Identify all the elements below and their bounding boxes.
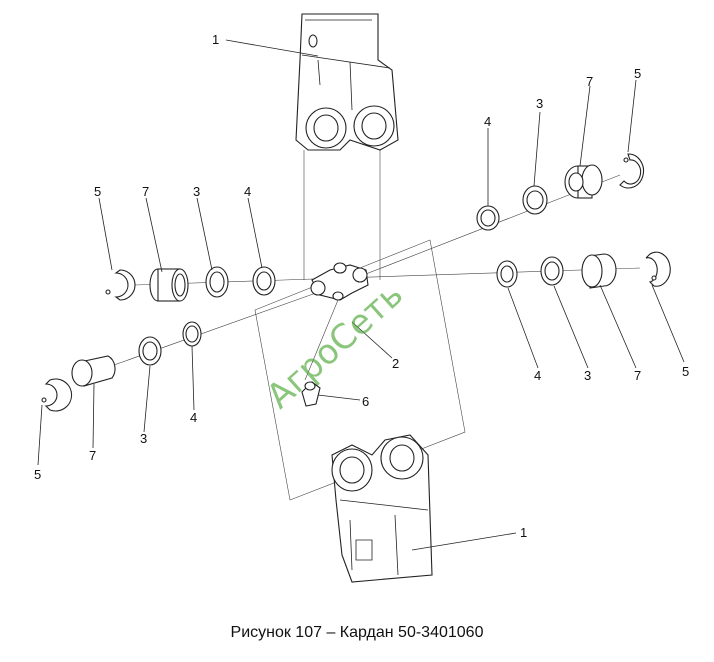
callout-l-wash4-b: 4	[190, 410, 197, 425]
callout-l-seal3-a: 3	[193, 184, 200, 199]
callout-r-ring5-b: 5	[682, 364, 689, 379]
callout-grease-fitting: 6	[362, 394, 369, 409]
callout-l-seal3-b: 3	[140, 431, 147, 446]
callout-yoke-top: 1	[212, 32, 219, 47]
callout-l-ring5-a: 5	[94, 184, 101, 199]
figure-caption: Рисунок 107 – Кардан 50-3401060	[230, 624, 484, 641]
yoke-top	[295, 13, 399, 151]
callout-l-ring5-b: 5	[34, 467, 41, 482]
callout-r-wash4-a: 4	[484, 114, 491, 129]
callout-labels: 1 1 2 6 5 7 3 4 4 3 7 5 4 3 7 5 5 7 3 4	[34, 32, 689, 540]
grease-fitting	[301, 381, 321, 407]
right-lower-parts	[496, 251, 671, 289]
callout-l-wash4-a: 4	[244, 184, 251, 199]
right-upper-parts	[476, 153, 645, 231]
callout-r-wash4-b: 4	[534, 368, 541, 383]
cross-spider	[310, 262, 369, 301]
callout-yoke-bottom: 1	[520, 525, 527, 540]
callout-r-seal3-a: 3	[536, 96, 543, 111]
callout-r-ring5-a: 5	[634, 66, 641, 81]
yoke-bottom	[331, 434, 433, 583]
callout-leaders	[37, 39, 685, 551]
callout-l-cup7-a: 7	[142, 184, 149, 199]
callout-r-cup7-b: 7	[634, 368, 641, 383]
left-lower-parts	[41, 321, 202, 412]
callout-cross: 2	[392, 356, 399, 371]
callout-r-seal3-b: 3	[584, 368, 591, 383]
left-upper-parts	[105, 266, 276, 302]
callout-l-cup7-b: 7	[89, 448, 96, 463]
callout-r-cup7-a: 7	[586, 74, 593, 89]
